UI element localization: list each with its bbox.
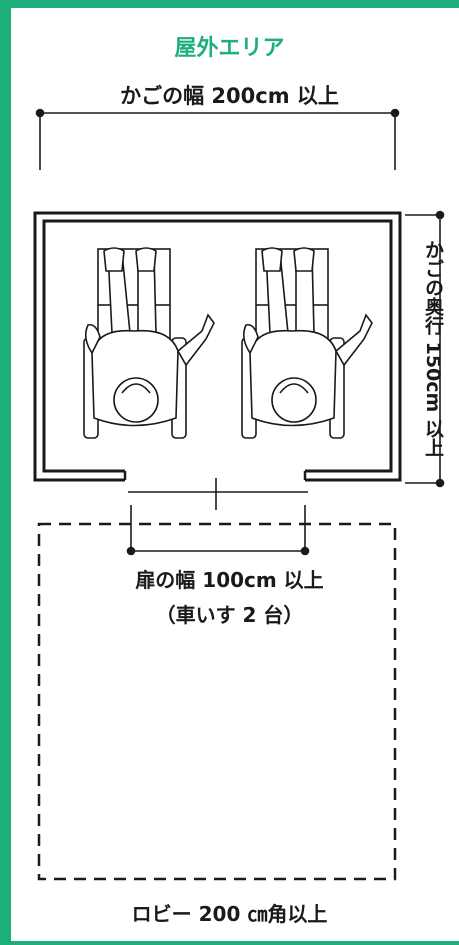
door: [128, 478, 308, 510]
capacity-label: （車いす 2 台）: [155, 603, 304, 627]
elevator-car: [33, 211, 402, 482]
car-depth-dimension: [405, 210, 445, 488]
wheelchair-user-icon: [83, 247, 215, 439]
wheelchair-user-icon: [241, 247, 373, 439]
car-width-label: かごの幅 200cm 以上: [120, 84, 339, 108]
lobby-area: [37, 522, 397, 881]
car-depth-label: かごの奥行 150cm 以上: [422, 239, 444, 457]
area-title: 屋外エリア: [174, 36, 285, 61]
car-width-dimension: [35, 108, 400, 170]
lobby-label: ロビー 200 ㎝角以上: [131, 902, 328, 926]
door-width-dimension: [126, 505, 310, 556]
door-width-label: 扉の幅 100cm 以上: [135, 568, 324, 592]
